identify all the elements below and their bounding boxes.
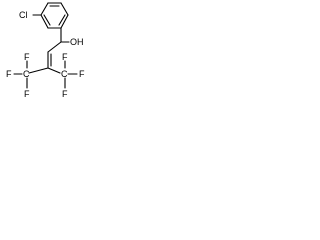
ring-double-bond-right bbox=[58, 14, 66, 26]
cf3-group-right: C F F F bbox=[61, 52, 85, 99]
chlorine-label: Cl bbox=[19, 10, 28, 20]
cf3-right-side-fluorine: F bbox=[79, 69, 85, 79]
cf3-left-bottom-fluorine: F bbox=[24, 89, 30, 99]
ring-bond-bottom-right bbox=[60, 14, 69, 29]
cf3-right-carbon-label: C bbox=[61, 69, 68, 79]
cf3-left-top-fluorine: F bbox=[24, 52, 30, 62]
hydroxyl-label: OH bbox=[70, 37, 84, 47]
ring-bond-top-right bbox=[60, 2, 69, 16]
cf3-left-carbon-label: C bbox=[23, 69, 30, 79]
ring-bond-top-left bbox=[40, 2, 49, 16]
carbinol-to-vinyl-bond bbox=[47, 41, 62, 53]
ring-bond-bottom-left bbox=[40, 14, 49, 29]
chemical-structure: Cl OH C F F F C F F F bbox=[6, 2, 85, 99]
cf3-right-bottom-fluorine: F bbox=[62, 89, 68, 99]
alkene-to-cf3-left-bond bbox=[28, 67, 49, 74]
cf3-group-left: C F F F bbox=[6, 52, 30, 99]
benzene-ring bbox=[40, 2, 69, 29]
cf3-right-top-fluorine: F bbox=[62, 52, 68, 62]
alkene-to-cf3-right-bond bbox=[47, 67, 61, 74]
ring-double-bond-left bbox=[43, 14, 51, 26]
cf3-left-side-fluorine: F bbox=[6, 69, 12, 79]
